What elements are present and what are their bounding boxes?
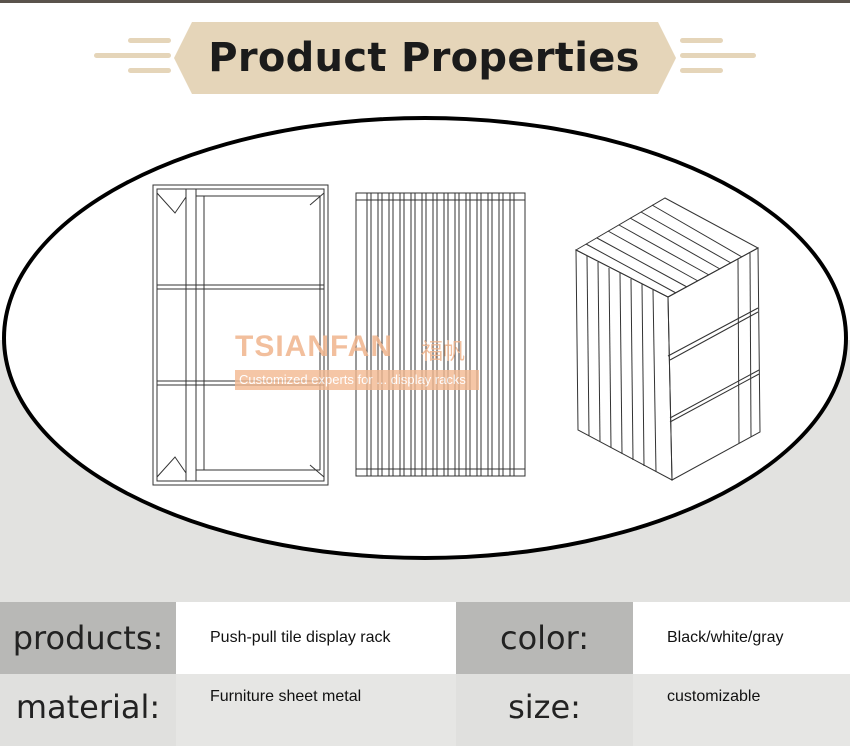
page-title: Product Properties	[208, 35, 640, 81]
property-row: products: Push-pull tile display rack co…	[0, 602, 850, 674]
product-drawings	[152, 184, 761, 486]
label-color: color:	[456, 602, 633, 674]
value-color: Black/white/gray	[633, 602, 850, 674]
side-view-drawing	[355, 192, 526, 477]
top-image-edge	[0, 0, 850, 3]
front-view-drawing	[152, 184, 329, 486]
banner-ribbon	[174, 22, 676, 94]
label-products: products:	[0, 602, 176, 674]
watermark-brand: TSIANFAN	[235, 330, 393, 363]
label-material: material:	[0, 674, 176, 746]
property-row: material: Furniture sheet metal size: cu…	[0, 674, 850, 746]
value-products: Push-pull tile display rack	[176, 602, 456, 674]
value-size: customizable	[633, 674, 850, 746]
right-deco-lines	[680, 38, 756, 73]
product-oval-frame	[2, 116, 848, 560]
value-material: Furniture sheet metal	[176, 674, 456, 746]
isometric-view-drawing	[574, 197, 761, 481]
brand-watermark: TSIANFAN 福帆 Customized experts for ... d…	[235, 330, 485, 392]
label-size: size:	[456, 674, 633, 746]
watermark-tagline: Customized experts for ... display racks	[235, 370, 479, 390]
title-banner	[94, 22, 756, 94]
left-deco-lines	[94, 38, 171, 73]
watermark-brand-cn: 福帆	[421, 340, 466, 365]
